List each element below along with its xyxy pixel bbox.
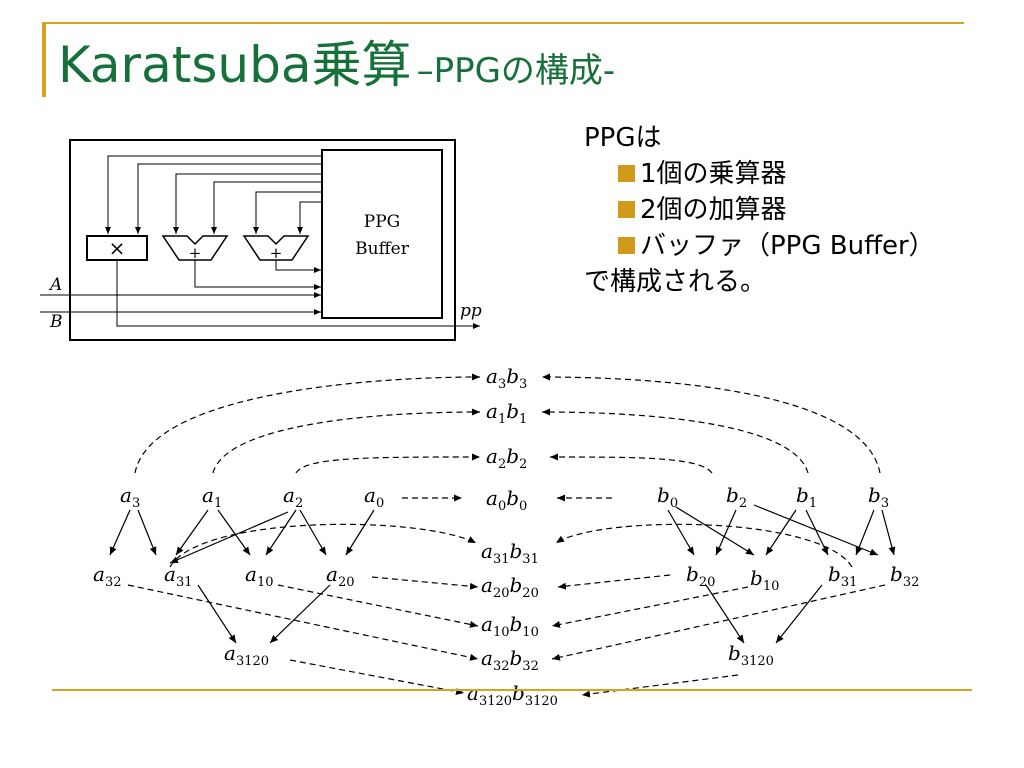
product-a20b20: a20b20 [481,573,539,601]
output-pp-label: pp [460,301,482,321]
title-subtitle: –PPGの構成- [416,51,616,91]
adder-unit-1 [161,235,229,261]
node-b3120: b3120 [728,641,774,669]
node-a0: a0 [364,483,384,511]
node-a3: a3 [120,483,140,511]
product-a0b0: a0b0 [486,486,527,514]
bullet-square-icon [618,165,635,182]
product-a32b32: a32b32 [481,646,539,674]
circuit-frame [69,139,456,341]
bullet-text: 1個の乗算器 [640,159,787,189]
ppg-buffer-box [321,149,443,319]
title-accent-line [42,22,964,24]
bullet-text: バッファ（PPG Buffer） [640,231,935,261]
node-b2: b2 [726,483,747,511]
bullet-square-icon [618,237,635,254]
node-a31: a31 [164,562,192,590]
adder-unit-2 [242,235,310,261]
product-a31b31: a31b31 [481,539,539,567]
slide-title: Karatsuba乗算 –PPGの構成- [58,30,615,100]
node-a2: a2 [283,483,303,511]
description-intro: PPGは [584,123,662,153]
product-a10b10: a10b10 [481,612,539,640]
bullet-item-adders: 2個の加算器 [584,192,935,228]
input-a-label: A [48,275,62,295]
node-a3120: a3120 [224,641,269,669]
title-main: Karatsuba乗算 [58,36,412,94]
buffer-label-line2: Buffer [355,239,410,259]
product-a1b1: a1b1 [486,399,527,427]
product-a3b3: a3b3 [486,364,527,392]
node-b0: b0 [657,483,678,511]
adder2-symbol: + [270,244,283,262]
node-b20: b20 [686,562,715,590]
description-list: PPGは 1個の乗算器 2個の加算器 バッファ（PPG Buffer） で構成さ… [584,120,935,300]
adder1-symbol: + [189,244,202,262]
bullet-text: 2個の加算器 [640,195,787,225]
node-a32: a32 [93,562,121,590]
node-a10: a10 [245,562,273,590]
karatsuba-dependency-graph: a3 a1 a2 a0 b0 b2 b1 b3 a32 a31 a10 a20 … [93,364,919,709]
bullet-item-multiplier: 1個の乗算器 [584,156,935,192]
ppg-circuit-diagram: PPG Buffer × + + A B pp [40,139,482,341]
node-b32: b32 [890,562,919,590]
node-b10: b10 [750,566,779,594]
node-a1: a1 [202,483,222,511]
buffer-label-line1: PPG [364,212,400,232]
bullet-item-buffer: バッファ（PPG Buffer） [584,228,935,264]
bullet-square-icon [618,201,635,218]
product-a2b2: a2b2 [486,444,527,472]
product-a3120b3120: a3120b3120 [467,681,558,709]
title-accent-bar [42,22,46,97]
node-b1: b1 [796,483,817,511]
multiplier-symbol: × [109,236,126,260]
node-b3: b3 [868,483,889,511]
footer-accent-line [52,689,972,691]
input-b-label: B [49,312,63,332]
node-b31: b31 [828,562,857,590]
node-a20: a20 [326,562,354,590]
description-outro: で構成される。 [584,267,767,297]
